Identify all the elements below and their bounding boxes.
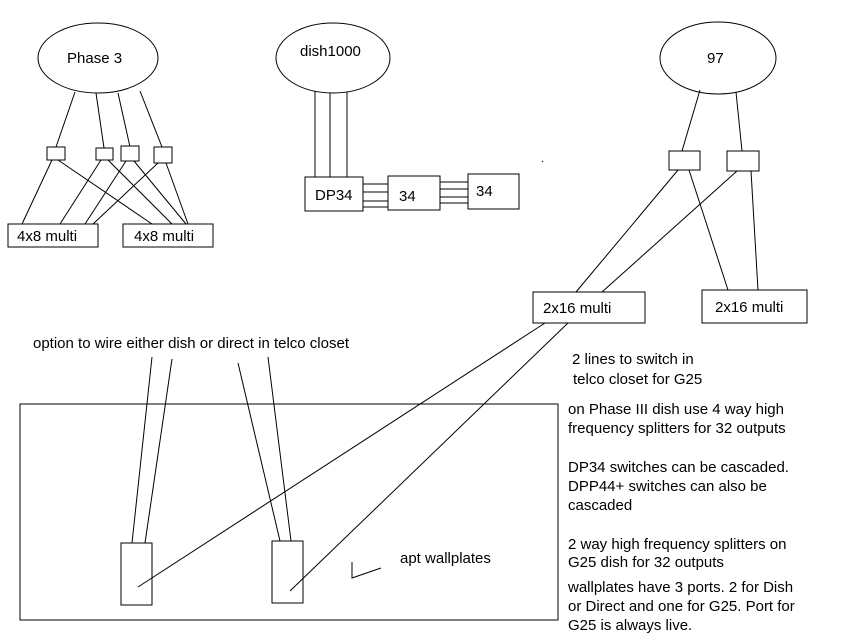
twoway-note-line2: G25 dish for 32 outputs bbox=[568, 554, 724, 571]
wallplate-left bbox=[120, 542, 153, 606]
dp-note-line2: DPP44+ switches can also be bbox=[568, 478, 767, 495]
multiswitch-4x8-left bbox=[7, 223, 99, 248]
multi-2x16-left-label: 2x16 multi bbox=[543, 300, 611, 317]
wallplate-note-line3: G25 is always live. bbox=[568, 617, 692, 634]
dish1000-dish bbox=[275, 22, 391, 94]
g25-note-line2: telco closet for G25 bbox=[573, 371, 702, 388]
splitter-97-a bbox=[668, 150, 701, 171]
switch-dp34 bbox=[304, 176, 364, 212]
dp-note-line3: cascaded bbox=[568, 497, 632, 514]
phase-note-line2: frequency splitters for 32 outputs bbox=[568, 420, 786, 437]
wallplate-note-line2: or Direct and one for G25. Port for bbox=[568, 598, 795, 615]
multiswitch-2x16-left bbox=[532, 291, 646, 324]
splitter-1 bbox=[46, 146, 66, 161]
splitter-3 bbox=[120, 145, 140, 162]
switch-34-a-label: 34 bbox=[399, 188, 416, 205]
dp34-label: DP34 bbox=[315, 187, 353, 204]
dish97-label: 97 bbox=[707, 50, 724, 67]
multiswitch-2x16-right bbox=[701, 289, 808, 324]
phase3-dish bbox=[37, 22, 159, 94]
phase3-label: Phase 3 bbox=[67, 50, 122, 67]
dp-note-line1: DP34 switches can be cascaded. bbox=[568, 459, 789, 476]
multi-4x8-left-label: 4x8 multi bbox=[17, 228, 77, 245]
dish1000-label: dish1000 bbox=[300, 43, 361, 60]
pointer-arrow bbox=[351, 562, 382, 579]
twoway-note-line1: 2 way high frequency splitters on bbox=[568, 536, 786, 553]
apartment-box bbox=[19, 403, 559, 621]
option-note: option to wire either dish or direct in … bbox=[33, 335, 350, 352]
g25-note-line1: 2 lines to switch in bbox=[572, 351, 694, 368]
wallplate-note-line1: wallplates have 3 ports. 2 for Dish bbox=[567, 579, 793, 596]
wallplate-right bbox=[271, 540, 304, 604]
multiswitch-4x8-right bbox=[122, 223, 214, 248]
dish97-dish bbox=[659, 21, 777, 95]
switch-34-b-label: 34 bbox=[476, 183, 493, 200]
splitter-2 bbox=[95, 147, 114, 161]
multi-4x8-right-label: 4x8 multi bbox=[134, 228, 194, 245]
switch-34-b bbox=[467, 173, 520, 210]
phase-note-line1: on Phase III dish use 4 way high bbox=[568, 401, 784, 418]
splitter-97-b bbox=[726, 150, 760, 172]
switch-34-a bbox=[387, 175, 441, 211]
splitter-4 bbox=[153, 146, 173, 164]
multi-2x16-right-label: 2x16 multi bbox=[715, 299, 783, 316]
apt-wallplates-label: apt wallplates bbox=[400, 550, 491, 567]
